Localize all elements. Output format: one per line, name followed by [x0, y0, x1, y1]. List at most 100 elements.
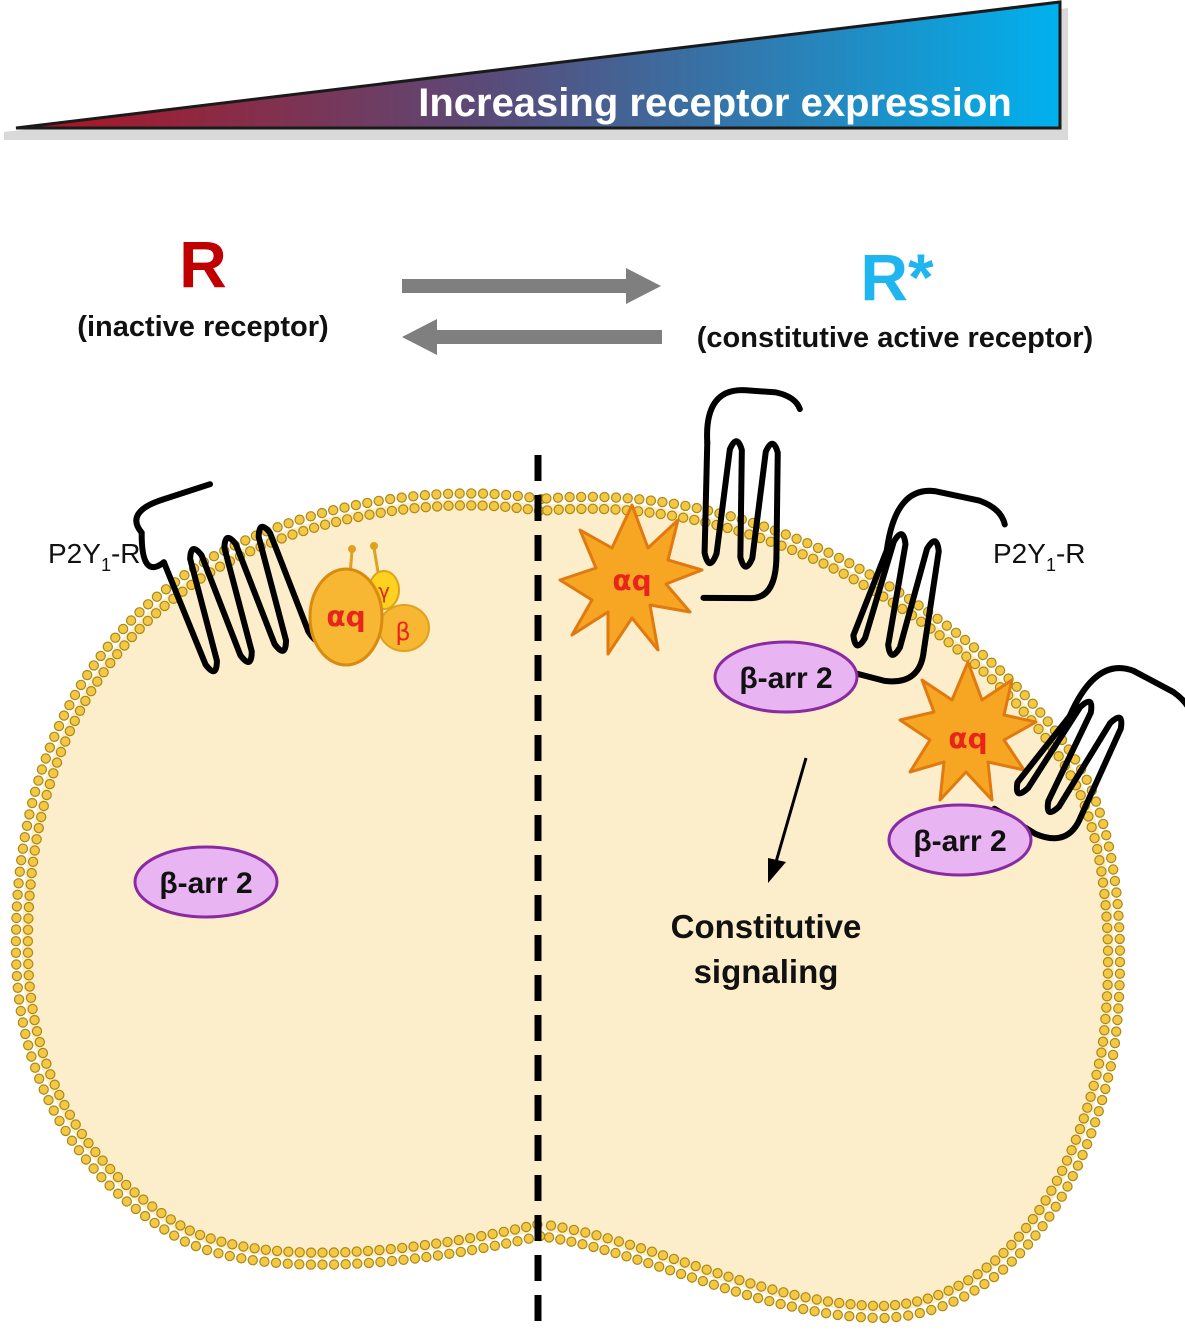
lipid-bead	[891, 1311, 902, 1323]
lipid-bead	[305, 1247, 317, 1258]
lipid-bead	[1100, 830, 1112, 841]
lipid-bead	[11, 970, 23, 982]
lipid-bead	[564, 491, 575, 503]
lipid-bead	[75, 679, 87, 691]
lipid-bead	[1093, 1058, 1105, 1069]
lipid-bead	[668, 1253, 680, 1265]
lipid-bead	[419, 1239, 431, 1251]
alpha-q-label: αq	[326, 600, 365, 633]
lipid-bead	[34, 1073, 45, 1084]
lipid-bead	[959, 634, 971, 646]
lipid-bead	[208, 551, 220, 562]
lipid-bead	[722, 522, 733, 534]
lipid-bead	[855, 1311, 867, 1323]
lipid-bead	[64, 700, 75, 711]
lipid-bead	[1111, 887, 1122, 898]
lipid-bead	[634, 494, 645, 505]
lipid-bead	[83, 1137, 94, 1149]
lipid-bead	[466, 500, 477, 511]
arrestin-right-1: β-arr 2	[713, 640, 859, 714]
lipid-bead	[179, 1236, 191, 1247]
lipid-bead	[31, 1025, 43, 1037]
lipid-bead	[664, 1265, 676, 1276]
lipid-bead	[1102, 945, 1114, 956]
lipid-bead	[1051, 1175, 1063, 1187]
lipid-bead	[730, 1286, 742, 1297]
lipid-bead	[697, 1275, 709, 1287]
lipid-bead	[988, 1271, 1000, 1283]
lipid-bead	[666, 510, 678, 521]
lipid-bead	[74, 705, 86, 717]
lipid-bead	[1112, 898, 1123, 910]
lipid-bead	[1037, 1220, 1048, 1232]
lipid-bead	[679, 1257, 691, 1268]
lipid-bead	[557, 1222, 568, 1233]
lipid-bead	[236, 1253, 247, 1264]
lipid-bead	[409, 1253, 421, 1264]
lipid-bead	[1097, 877, 1109, 888]
lipid-bead	[1099, 1025, 1110, 1036]
lipid-bead	[645, 495, 657, 506]
receptor-7tm-icon	[700, 387, 803, 602]
lipid-bead	[17, 843, 29, 854]
starburst-icon	[898, 660, 1038, 802]
lipid-bead	[1096, 866, 1107, 877]
lipid-bead	[655, 508, 666, 520]
lipid-bead	[11, 959, 22, 970]
lipid-bead	[23, 958, 34, 970]
lipid-bead	[952, 644, 963, 655]
arrestin-right-label-2: β-arr 2	[913, 825, 1006, 858]
lipid-bead	[1105, 1061, 1117, 1072]
lipid-bead	[897, 603, 908, 615]
lipid-bead	[73, 1144, 85, 1156]
lipid-bead	[854, 563, 865, 575]
lipid-bead	[69, 689, 81, 701]
lipid-bead	[43, 1094, 54, 1106]
lipid-bead	[654, 1261, 665, 1272]
lipid-bead	[121, 1196, 133, 1207]
lipid-bead	[524, 492, 535, 503]
lipid-bead	[134, 607, 145, 618]
lipid-bead	[802, 538, 813, 549]
lipid-bead	[889, 1299, 901, 1311]
receptor-7tm-icon	[991, 665, 1185, 842]
lipid-bead	[1082, 1102, 1093, 1113]
lipid-bead	[129, 1187, 140, 1198]
lipid-bead	[811, 1294, 823, 1305]
lipid-bead	[14, 866, 25, 877]
lipid-bead	[58, 710, 70, 721]
cell-cytoplasm	[21, 499, 1115, 1313]
lipid-bead	[1096, 1047, 1107, 1058]
lipid-bead	[926, 1304, 937, 1316]
starburst-icon	[558, 503, 704, 656]
lipid-bead	[27, 856, 39, 868]
lipid-bead	[1097, 1036, 1109, 1047]
lipid-bead	[421, 1251, 432, 1263]
lipid-bead	[96, 1171, 107, 1183]
gamma-label: γ	[378, 579, 390, 603]
lipid-bead	[49, 1079, 60, 1090]
outcome-line-2: signaling	[694, 953, 839, 990]
lipid-bead	[151, 591, 163, 602]
lipid-bead	[1010, 698, 1022, 709]
lipid-bead	[489, 1240, 501, 1252]
lipid-bead	[1100, 1083, 1111, 1095]
lipid-bead	[512, 1235, 523, 1247]
lipid-bead	[104, 1163, 116, 1175]
lipid-bead	[1056, 1165, 1068, 1177]
lipid-bead	[838, 568, 849, 580]
lipid-bead	[1067, 1170, 1079, 1182]
lipid-bead	[54, 1089, 65, 1101]
lipid-bead	[1114, 945, 1126, 956]
arrestin-left-label: β-arr 2	[159, 867, 252, 900]
lipid-bead	[29, 845, 40, 856]
lipid-bead	[44, 742, 56, 753]
lipid-bead	[719, 1282, 731, 1294]
lipid-bead	[34, 1036, 46, 1048]
lipid-bead	[675, 1268, 687, 1280]
lipid-bead	[1046, 1185, 1057, 1196]
lipid-bead	[797, 549, 808, 560]
lipid-bead	[789, 1289, 800, 1301]
lipid-bead	[328, 505, 339, 516]
lipid-bead	[443, 500, 454, 511]
